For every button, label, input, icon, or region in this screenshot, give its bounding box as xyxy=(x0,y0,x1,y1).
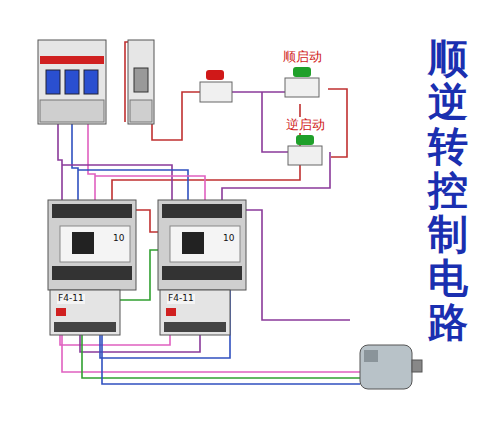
vertical-title: 顺逆转控制电路 xyxy=(428,36,468,344)
three-pole-breaker xyxy=(38,40,106,124)
button-symbol xyxy=(279,133,331,167)
button-symbol xyxy=(276,65,328,99)
device-label: F4-11 xyxy=(57,294,85,304)
wire xyxy=(152,92,200,140)
wire xyxy=(102,335,360,384)
wire xyxy=(88,122,95,205)
wire xyxy=(62,165,172,205)
wire xyxy=(240,210,350,320)
motor xyxy=(360,345,422,389)
wire-connector xyxy=(328,89,347,157)
button-label: 顺启动 xyxy=(281,49,324,65)
device-label: F4-11 xyxy=(167,294,195,304)
start-button: 顺启动 xyxy=(276,46,328,99)
wire xyxy=(58,122,62,205)
single-pole-breaker xyxy=(128,40,154,124)
contactor-right xyxy=(158,200,246,335)
wire xyxy=(82,335,360,378)
device-label: 10 xyxy=(222,234,235,244)
wire xyxy=(72,122,78,205)
stop-button xyxy=(200,70,232,102)
contactor-left xyxy=(48,200,136,335)
device-label: 10 xyxy=(112,234,125,244)
start-button: 逆启动 xyxy=(279,114,331,167)
wire xyxy=(62,335,360,372)
button-label: 逆启动 xyxy=(284,117,327,133)
